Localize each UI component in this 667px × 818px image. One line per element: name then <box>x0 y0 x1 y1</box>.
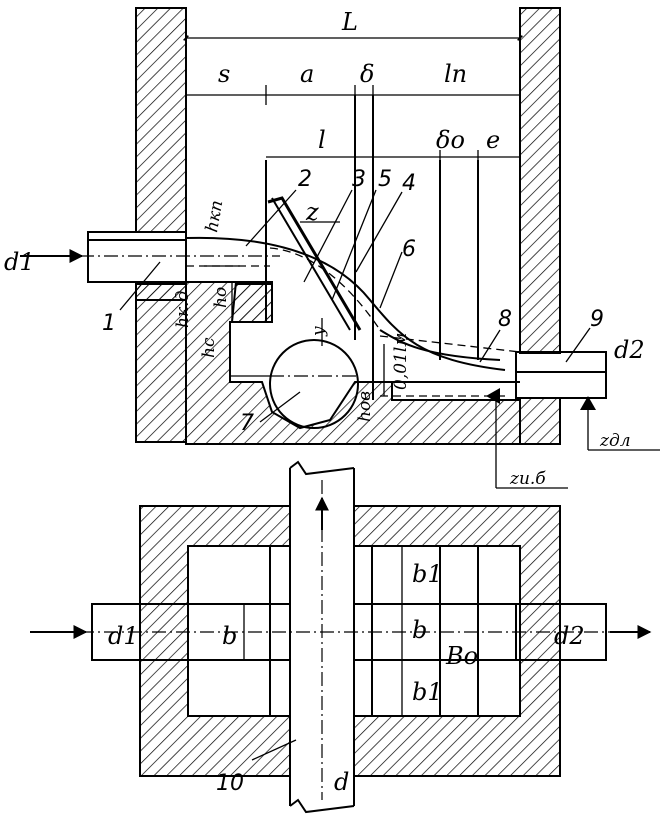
outlet-pipe <box>515 351 607 399</box>
leader-5 <box>331 189 377 301</box>
label-zib: zи.б <box>509 469 546 489</box>
water-surface-curve <box>185 236 506 371</box>
inclined-screen-2 <box>271 197 351 331</box>
plan-label-d1: d1 <box>108 622 139 650</box>
leader-10 <box>251 739 297 761</box>
leader-9 <box>565 327 591 363</box>
label-z: z <box>305 198 319 226</box>
part-8: 8 <box>498 307 512 332</box>
leader-6 <box>379 251 403 309</box>
right-wall-lower <box>519 397 561 445</box>
pipe-d-break-bottom <box>289 798 355 814</box>
section-view <box>20 7 660 489</box>
plan-outlet-pipe <box>515 603 607 661</box>
plan-label-b1-top: b1 <box>412 560 443 588</box>
plan-label-B0: Bo <box>445 642 478 670</box>
leader-8 <box>479 329 501 363</box>
label-y: y <box>309 326 329 337</box>
drum-roller <box>269 339 359 429</box>
label-hov: hов <box>355 391 375 422</box>
water-level-out <box>379 335 521 353</box>
label-s: s <box>218 60 230 88</box>
plan-label-b-left: b <box>222 622 237 650</box>
zdl-marker <box>580 396 596 410</box>
part-1: 1 <box>102 311 116 336</box>
leader-3 <box>303 189 353 283</box>
leader-4 <box>355 191 403 273</box>
part-9: 9 <box>590 307 604 332</box>
part-5: 5 <box>378 167 392 192</box>
part-2: 2 <box>298 167 312 192</box>
plan-label-d2: d2 <box>554 622 585 650</box>
part-10: 10 <box>216 771 244 796</box>
label-hkp: hкп <box>202 199 227 234</box>
section-labels: L s a δ lп l δo e z hкп hк.д ho hc y hов… <box>4 8 645 489</box>
plan-view <box>30 460 652 814</box>
leader-7 <box>259 391 301 423</box>
label-delta: δ <box>360 60 374 88</box>
part-3: 3 <box>352 167 366 192</box>
label-e: e <box>486 126 500 154</box>
label-a: a <box>300 60 314 88</box>
label-hkd: hк.д <box>173 290 193 328</box>
leader-2 <box>245 189 297 247</box>
plan-label-b1-bottom: b1 <box>412 678 443 706</box>
pipe-d-break-top <box>289 460 355 476</box>
part-4: 4 <box>402 171 416 196</box>
label-hc: hc <box>199 337 219 358</box>
part-numbers: 1 2 3 5 4 6 7 8 9 <box>102 167 604 436</box>
left-wall-lower <box>135 281 187 443</box>
label-ln: lп <box>444 60 467 88</box>
plan-label-d: d <box>334 768 349 796</box>
vane-block <box>230 281 273 323</box>
plan-labels: d1 d2 b b b1 b1 Bo d 10 <box>108 560 585 796</box>
right-wall <box>519 7 561 354</box>
label-l: l <box>318 126 326 154</box>
water-surface-curve-2 <box>379 329 501 361</box>
plan-label-b-center: b <box>412 616 427 644</box>
label-d1-section: d1 <box>4 248 35 276</box>
part-6: 6 <box>402 237 416 262</box>
label-ho: ho <box>211 287 231 308</box>
label-d2-section: d2 <box>614 336 645 364</box>
part-7: 7 <box>240 411 254 436</box>
label-delta0: δo <box>436 126 465 154</box>
nappe-curve <box>269 247 381 331</box>
leader-1 <box>119 261 161 311</box>
label-L: L <box>341 8 358 36</box>
label-001lm: 0,01lм <box>391 333 411 390</box>
label-zdl: zдл <box>599 431 631 451</box>
